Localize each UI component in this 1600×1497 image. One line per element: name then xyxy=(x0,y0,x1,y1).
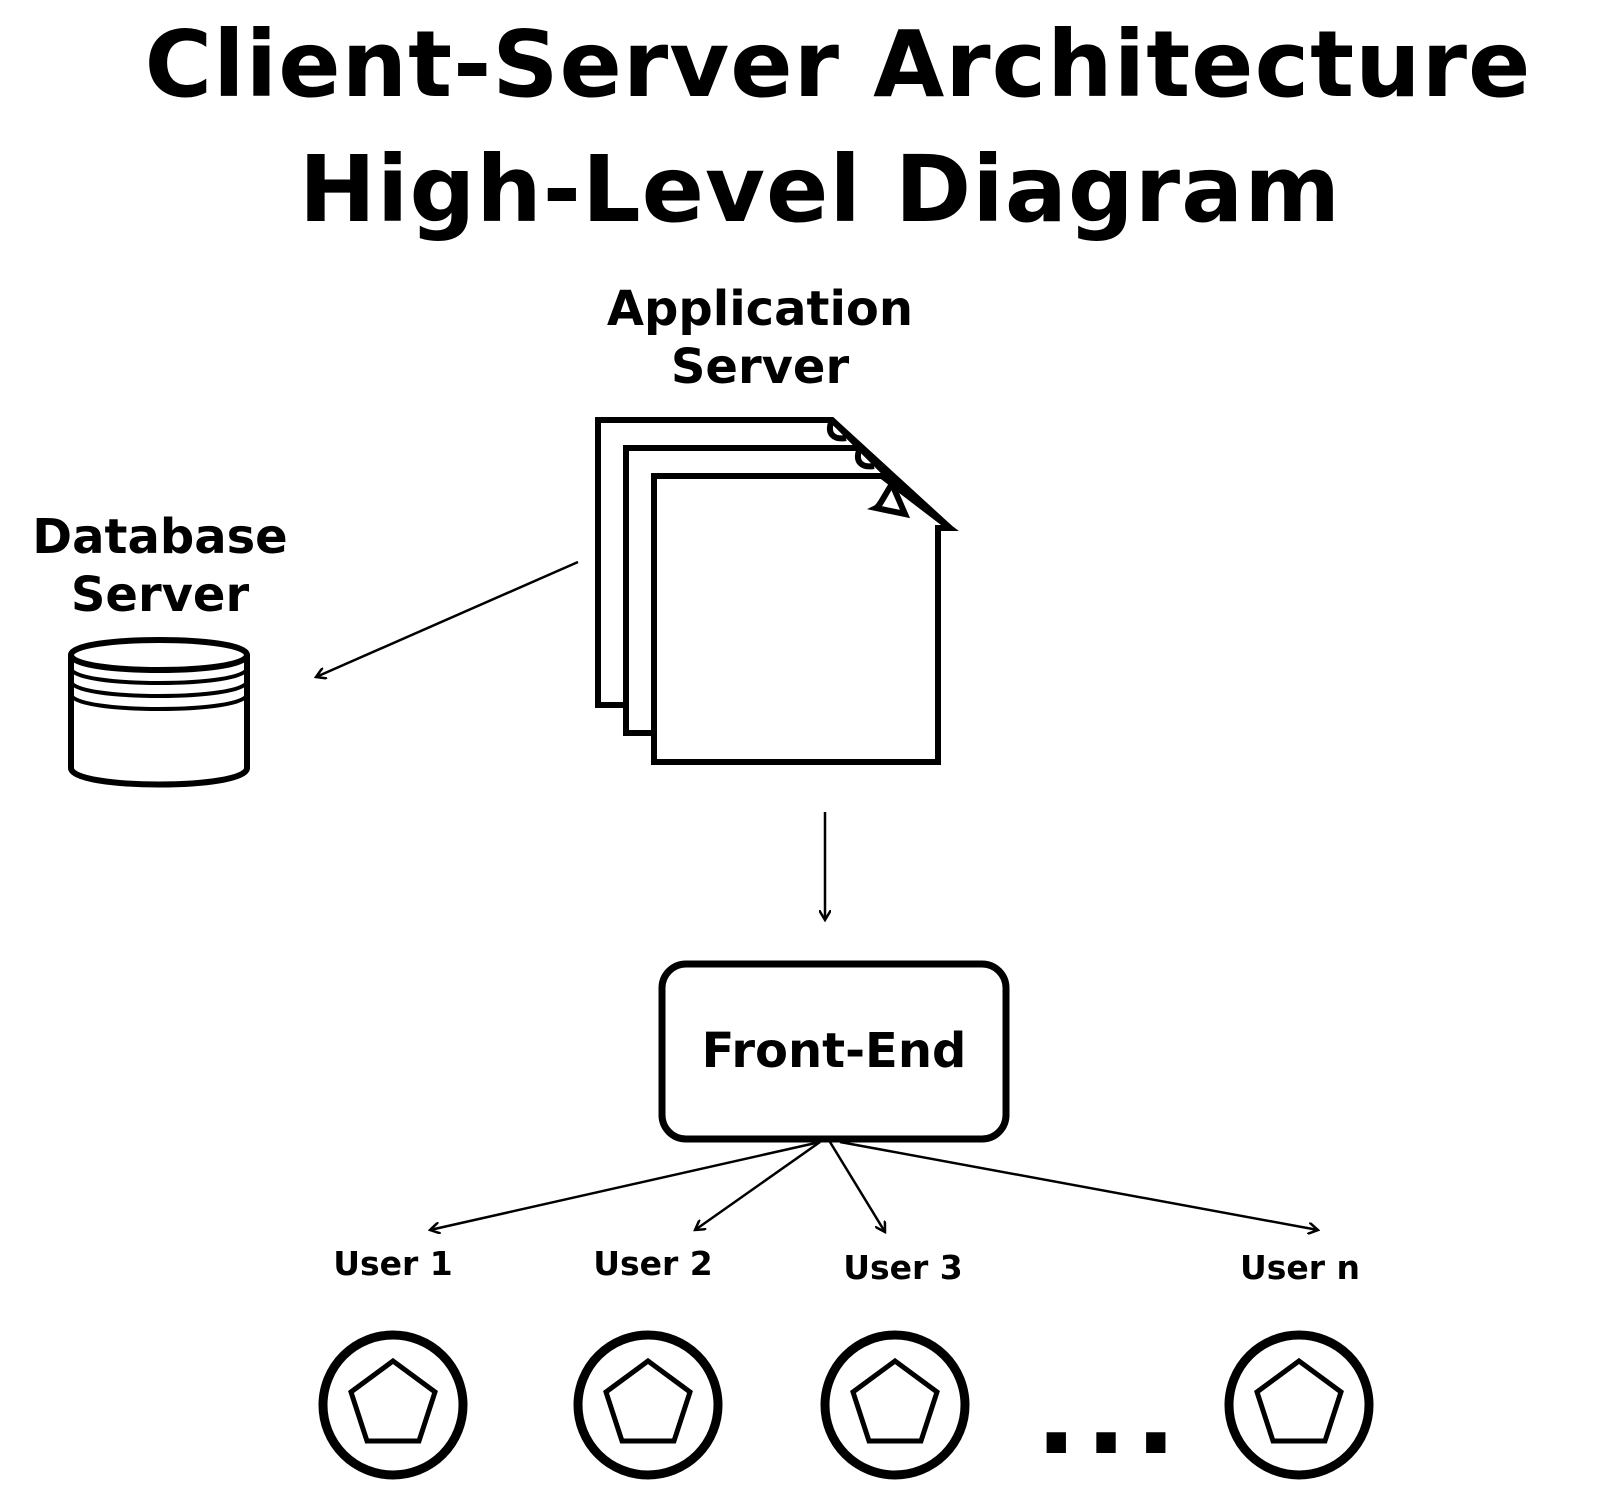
more-users-ellipsis: ... xyxy=(1035,1351,1185,1479)
database-server-label-line-1: Database xyxy=(32,509,288,565)
user-2-icon xyxy=(573,1330,723,1480)
user-n-icon xyxy=(1224,1330,1374,1480)
arrow-front-end-to-user-3 xyxy=(828,1141,885,1232)
user-3-icon xyxy=(820,1330,970,1480)
diagram-title-line-2: High-Level Diagram xyxy=(298,136,1342,243)
arrow-app-to-database xyxy=(316,560,579,677)
user-1-label: User 1 xyxy=(333,1244,453,1283)
application-server-label-line-1: Application xyxy=(606,281,914,337)
diagram-title-line-1: Client-Server Architecture xyxy=(144,11,1532,118)
arrow-front-end-to-user-1 xyxy=(430,1140,821,1230)
stacked-documents-icon xyxy=(595,417,959,765)
user-n-label: User n xyxy=(1239,1248,1361,1287)
arrow-front-end-to-user-2 xyxy=(695,1140,821,1230)
database-server-label: Database Server xyxy=(10,508,310,624)
arrow-front-end-to-user-n xyxy=(839,1140,1318,1230)
user-2-label: User 2 xyxy=(593,1244,713,1283)
database-cylinder-icon xyxy=(68,637,250,788)
connection-arrows xyxy=(316,560,1318,1232)
user-3-label: User 3 xyxy=(843,1248,963,1287)
user-1-icon xyxy=(318,1330,468,1480)
application-server-label-line-2: Server xyxy=(670,339,850,395)
front-end-label: Front-End xyxy=(701,1023,967,1079)
front-end-box xyxy=(658,960,1010,1143)
application-server-label: Application Server xyxy=(590,280,930,396)
database-server-label-line-2: Server xyxy=(70,567,250,623)
